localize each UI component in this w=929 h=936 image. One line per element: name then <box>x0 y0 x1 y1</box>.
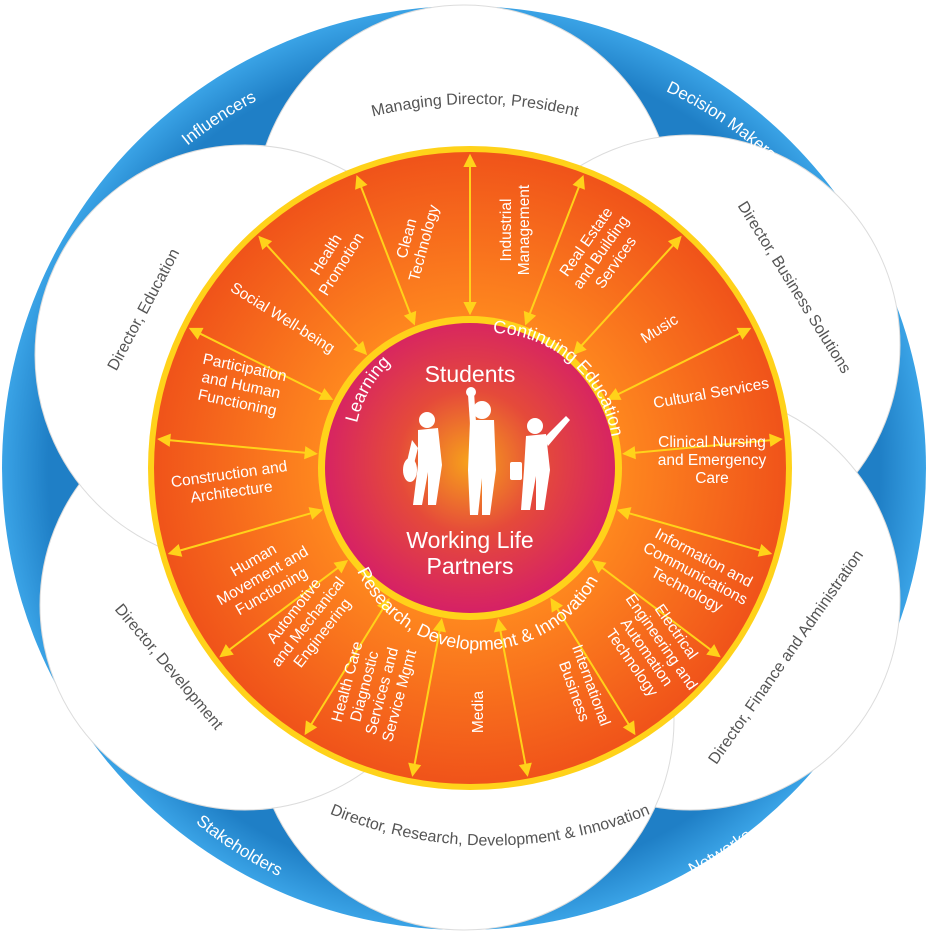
people-silhouettes-icon <box>403 387 570 515</box>
spoke-line <box>624 438 781 455</box>
spoke-line <box>259 236 367 355</box>
spoke-arrowhead <box>432 618 447 633</box>
spoke-arrowhead <box>333 560 349 574</box>
spoke-arrowhead <box>591 560 607 574</box>
spoke-arrowhead <box>167 544 183 557</box>
spoke-line <box>411 620 443 775</box>
spoke-arrowhead <box>463 302 477 316</box>
spoke-arrowhead <box>219 644 234 658</box>
spoke-line <box>159 438 316 455</box>
center-label-working-life: Working Life <box>406 527 533 553</box>
spoke-arrowhead <box>157 433 171 447</box>
spoke-line <box>190 328 332 400</box>
spoke-line <box>573 236 681 355</box>
spoke-arrowhead <box>769 433 783 447</box>
spoke-arrowhead <box>304 446 318 460</box>
spoke-arrowhead <box>304 720 318 736</box>
field-label: IndustrialManagement <box>498 184 533 275</box>
spoke-arrowhead <box>376 597 390 613</box>
spoke-arrowhead <box>550 597 564 613</box>
field-label-line: Industrial <box>498 199 515 262</box>
spoke-arrowhead <box>403 310 417 326</box>
spoke-line <box>169 509 322 555</box>
spoke-line <box>593 560 720 657</box>
field-label-line: Clinical Nursing <box>658 434 766 451</box>
center-label-students: Students <box>425 361 516 387</box>
spoke-arrowhead <box>616 507 632 520</box>
spoke-arrowhead <box>308 507 324 520</box>
spoke-arrowhead <box>706 644 721 658</box>
wheel-spokes <box>157 153 783 777</box>
spoke-arrowhead <box>622 446 636 460</box>
spoke-line <box>220 560 347 657</box>
spoke-arrowhead <box>355 174 368 190</box>
spoke-arrowhead <box>318 388 334 400</box>
spoke-arrowhead <box>463 153 477 167</box>
spoke-arrowhead <box>667 235 682 251</box>
field-label-line: Management <box>516 184 533 275</box>
spoke-arrowhead <box>606 388 622 400</box>
spoke-arrowhead <box>736 327 752 340</box>
field-label-line: and Emergency <box>658 452 767 469</box>
spoke-line <box>304 599 390 734</box>
spoke-arrowhead <box>258 235 273 251</box>
center-label-partners: Partners <box>427 553 514 579</box>
spoke-arrowhead <box>757 544 773 557</box>
spoke-line <box>497 620 529 775</box>
spoke-arrowhead <box>493 618 508 633</box>
field-label-line: Media <box>470 691 487 734</box>
spoke-arrowhead <box>518 762 532 777</box>
outer-label-citizens: Citizens <box>433 13 495 33</box>
spoke-arrowhead <box>622 720 636 736</box>
spoke-arrowhead <box>188 327 204 340</box>
spoke-arrowhead <box>523 310 537 326</box>
spoke-line <box>550 599 636 734</box>
spoke-line <box>608 328 750 400</box>
spoke-line <box>525 176 584 324</box>
field-label: Media <box>470 691 487 734</box>
spoke-line <box>618 509 771 555</box>
spoke-arrowhead <box>408 762 422 777</box>
spoke-arrowhead <box>572 174 585 190</box>
spoke-arrowhead <box>353 340 368 356</box>
spoke-arrowhead <box>572 340 587 356</box>
spoke-line <box>356 176 415 324</box>
field-label-line: Care <box>695 470 729 487</box>
